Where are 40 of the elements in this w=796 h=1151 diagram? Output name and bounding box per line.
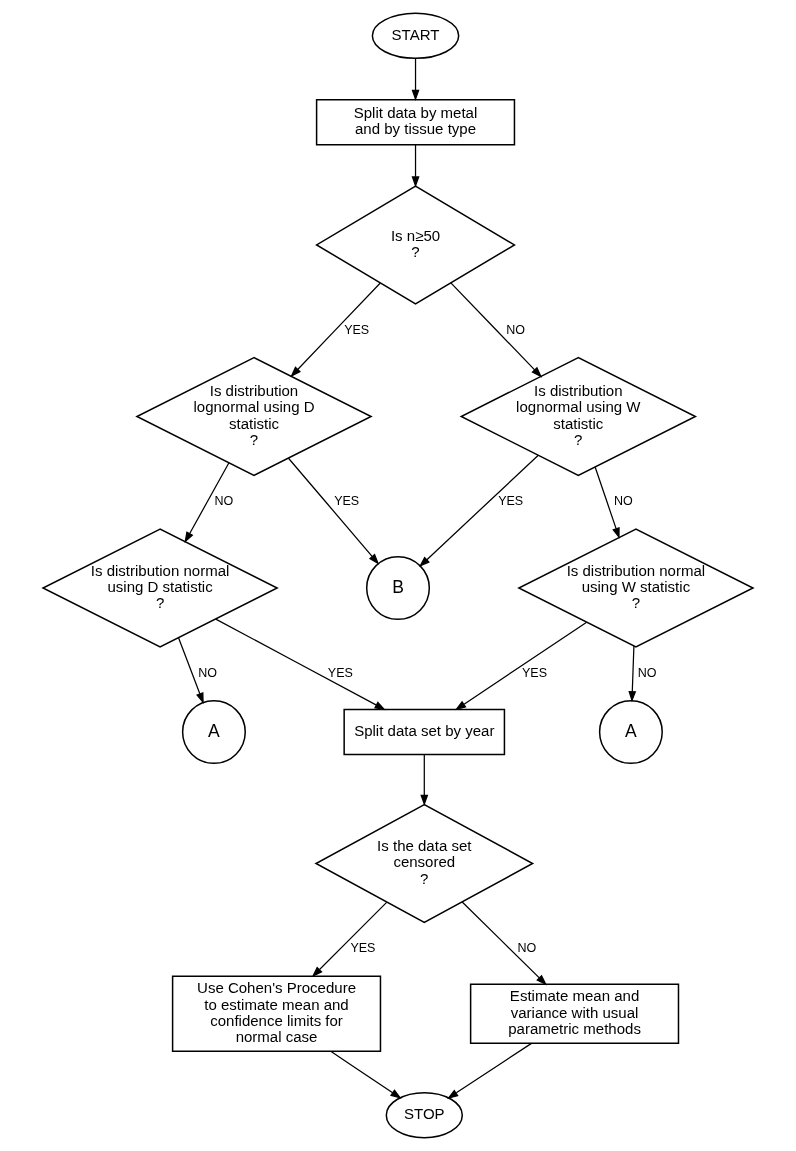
edge-label: NO bbox=[637, 665, 657, 680]
node-ellipse: START bbox=[371, 12, 460, 60]
arrow bbox=[411, 58, 420, 102]
edge-label: NO bbox=[198, 665, 218, 680]
edge-label: YES bbox=[334, 494, 360, 509]
node-diamond: Is distribution lognormal using W statistic ? bbox=[459, 356, 698, 477]
arrow bbox=[594, 466, 620, 539]
arrow bbox=[287, 457, 380, 565]
node-circle: A bbox=[181, 699, 246, 765]
arrow bbox=[215, 618, 386, 711]
arrow bbox=[420, 753, 429, 807]
node-diamond: Is distribution lognormal using D statistic ? bbox=[135, 356, 373, 477]
edge-label: YES bbox=[498, 494, 524, 509]
arrow bbox=[450, 282, 543, 378]
arrow bbox=[330, 1050, 402, 1099]
arrow bbox=[411, 144, 420, 188]
arrow bbox=[628, 645, 637, 703]
edge-label: NO bbox=[214, 494, 234, 509]
arrow bbox=[447, 1042, 533, 1099]
node-circle: A bbox=[598, 699, 663, 765]
node-box: Split data set by year bbox=[343, 708, 506, 756]
arrow bbox=[290, 282, 381, 378]
arrow bbox=[418, 454, 539, 568]
edge-label: NO bbox=[614, 494, 633, 509]
node-diamond: Is the data set censored ? bbox=[314, 803, 535, 924]
node-box: Estimate mean and variance with usual parametric methods bbox=[469, 983, 680, 1044]
edge-label: NO bbox=[506, 322, 526, 337]
arrow bbox=[461, 901, 547, 986]
edge-label: NO bbox=[517, 941, 537, 956]
arrow bbox=[454, 621, 587, 711]
node-diamond: Is n≥50 ? bbox=[315, 185, 516, 305]
edge-label: YES bbox=[521, 665, 548, 680]
arrow bbox=[178, 637, 204, 704]
edge-label: YES bbox=[344, 322, 370, 337]
node-box: Split data by metal and by tissue type bbox=[315, 98, 516, 146]
edge-label: YES bbox=[327, 665, 353, 680]
arrow bbox=[311, 901, 388, 978]
edge-label: YES bbox=[350, 941, 376, 956]
arrow bbox=[184, 462, 230, 543]
node-box: Use Cohen's Procedure to estimate mean and confidence limits for normal case bbox=[171, 975, 382, 1053]
